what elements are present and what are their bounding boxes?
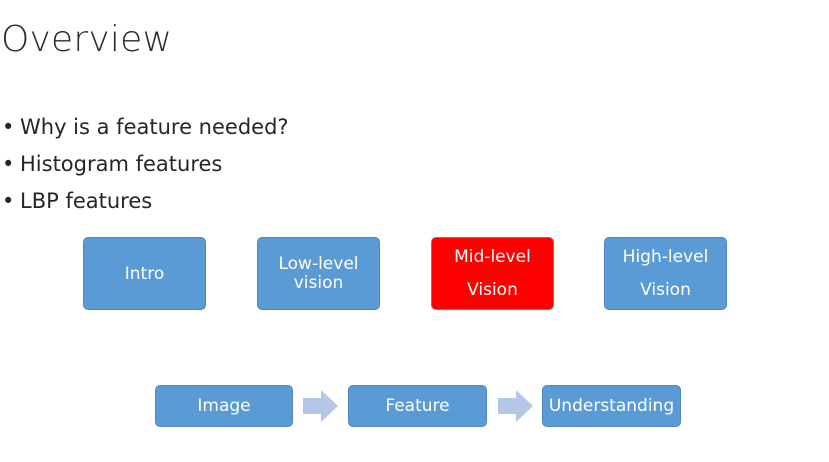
pipeline-step-label: Image [197,396,251,416]
stage-box-high-level-vision: High-level Vision [604,237,727,310]
bullet-dot-icon: • [2,115,15,139]
bullet-item: •Why is a feature needed? [2,112,289,142]
bullet-item: •Histogram features [2,149,289,179]
bullet-text: Histogram features [20,152,223,176]
stage-label-group: Mid-level Vision [454,241,531,307]
stage-label-line: Vision [467,279,518,300]
stage-label-line: High-level [622,246,709,267]
stage-label: Intro [124,263,165,284]
pipeline-step-understanding: Understanding [542,385,681,427]
stage-box-intro: Intro [83,237,206,310]
stage-label-group: Low-level vision [278,253,359,293]
stage-label-line: vision [293,272,344,293]
chevron-right-arrow-icon [303,390,338,422]
stage-box-low-level-vision: Low-level vision [257,237,380,310]
arrow-shape [498,390,533,422]
pipeline-step-feature: Feature [348,385,487,427]
stage-label-line: Low-level [278,253,359,274]
stage-label-group: High-level Vision [623,241,709,307]
stage-box-mid-level-vision: Mid-level Vision [431,237,554,310]
pipeline-step-label: Understanding [548,396,675,416]
pipeline-step-image: Image [155,385,293,427]
arrow-shape [303,390,338,422]
bullet-text: LBP features [20,189,153,213]
stage-label-line: Vision [640,279,691,300]
bullet-list: •Why is a feature needed? •Histogram fea… [2,112,289,223]
bullet-dot-icon: • [2,189,15,213]
bullet-item: •LBP features [2,186,289,216]
pipeline-step-label: Feature [385,396,450,416]
chevron-right-arrow-icon [498,390,533,422]
bullet-text: Why is a feature needed? [20,115,289,139]
bullet-dot-icon: • [2,152,15,176]
slide-title: Overview [1,19,173,60]
stage-label-line: Mid-level [454,246,531,267]
